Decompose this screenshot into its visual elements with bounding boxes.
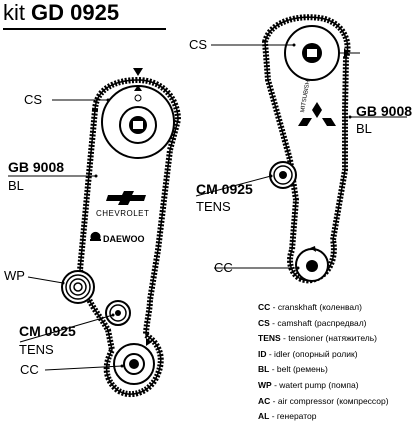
left-cs-timing-mark xyxy=(133,68,143,76)
left-belt-code: GB 9008 xyxy=(8,159,65,175)
left-cc-label: CC xyxy=(20,362,39,377)
right-tensioner-type: TENS xyxy=(196,199,231,214)
legend-text: - idler (опорный ролик) xyxy=(266,348,358,359)
left-tens-leader-dot xyxy=(111,313,115,317)
legend-text: - air compressor (компрессор) xyxy=(270,395,389,406)
legend-row: ID - idler (опорный ролик) xyxy=(258,347,418,363)
left-tensioner xyxy=(105,300,131,326)
legend-abbr: CC xyxy=(258,302,271,312)
left-cs-label: CS xyxy=(24,92,43,107)
left-wp-leader xyxy=(27,276,64,284)
right-cc-leader-dot xyxy=(296,266,300,270)
legend-row: TENS - tensioner (натяжитель) xyxy=(258,331,418,347)
right-camshaft-pulley xyxy=(284,25,340,81)
legend-text: - cranskhaft (коленвал) xyxy=(270,302,362,312)
legend-abbr: WP xyxy=(258,379,272,390)
left-cs-timing-mark-inner xyxy=(134,85,142,91)
right-tens-leader xyxy=(195,175,272,197)
left-wp-leader-dot xyxy=(61,281,65,285)
legend-text: - tensioner (натяжитель) xyxy=(280,333,378,344)
left-camshaft-pulley xyxy=(101,85,175,159)
right-cc-label: CC xyxy=(214,260,233,275)
right-cc-timing-mark xyxy=(310,246,316,252)
legend-row: AC - air compressor (компрессор) xyxy=(258,394,418,410)
legend-row: BL - belt (ремень) xyxy=(258,362,418,378)
mitsubishi-logo-icon xyxy=(298,102,336,126)
legend-text: - генератор xyxy=(269,411,317,422)
left-crankshaft-pulley xyxy=(113,343,155,385)
left-cc-timing-mark xyxy=(146,338,152,346)
title-underline xyxy=(3,28,166,30)
left-cc-leader xyxy=(44,365,123,371)
kit-title: kit GD 0925 xyxy=(3,0,119,26)
legend-abbr: ID xyxy=(258,348,267,359)
daewoo-brand-text: DAEWOO xyxy=(103,234,145,244)
legend-abbr: TENS xyxy=(258,333,281,344)
legend-abbr: CS xyxy=(258,317,270,328)
legend-row: AL - генератор xyxy=(258,409,418,425)
left-tensioner-type: TENS xyxy=(19,342,54,357)
left-belt-leader-dot xyxy=(94,174,98,178)
left-belt-type: BL xyxy=(8,178,24,193)
legend-abbr: AL xyxy=(258,411,270,422)
left-wp-label: WP xyxy=(4,268,25,283)
legend: CC - cranskhaft (коленвал) CS - camshaft… xyxy=(258,300,418,425)
right-tensioner xyxy=(269,161,297,189)
left-cc-leader-dot xyxy=(120,364,124,368)
right-belt-type: BL xyxy=(356,121,372,136)
left-water-pump xyxy=(61,270,95,304)
right-belt-leader-dot xyxy=(348,115,352,119)
chevrolet-brand-text: CHEVROLET xyxy=(96,209,150,218)
legend-text: - watert pump (помпа) xyxy=(271,379,359,390)
right-tens-leader-dot xyxy=(269,174,273,178)
left-cs-leader-dot xyxy=(106,98,110,102)
legend-abbr: BL xyxy=(258,364,270,375)
daewoo-logo-icon xyxy=(90,231,101,241)
right-belt-code: GB 9008 xyxy=(356,103,413,119)
legend-row: CC - cranskhaft (коленвал) xyxy=(258,300,418,316)
legend-row: CS - camshaft (распредвал) xyxy=(258,316,418,332)
left-belt xyxy=(76,76,182,398)
right-belt xyxy=(261,14,351,284)
legend-row: WP - watert pump (помпа) xyxy=(258,378,418,394)
kit-code: GD 0925 xyxy=(31,0,120,25)
right-cs-leader-dot xyxy=(292,43,296,47)
right-cs-label: CS xyxy=(189,37,208,52)
legend-text: - belt (ремень) xyxy=(269,364,328,375)
left-tensioner-code: CM 0925 xyxy=(19,323,76,339)
chevrolet-logo-icon xyxy=(106,191,146,205)
right-crankshaft-pulley xyxy=(295,248,329,282)
right-tensioner-code: CM 0925 xyxy=(196,181,253,197)
legend-abbr: AC xyxy=(258,395,271,406)
legend-text: - camshaft (распредвал) xyxy=(269,317,367,328)
left-tens-leader xyxy=(19,314,114,343)
kit-prefix: kit xyxy=(3,0,25,25)
